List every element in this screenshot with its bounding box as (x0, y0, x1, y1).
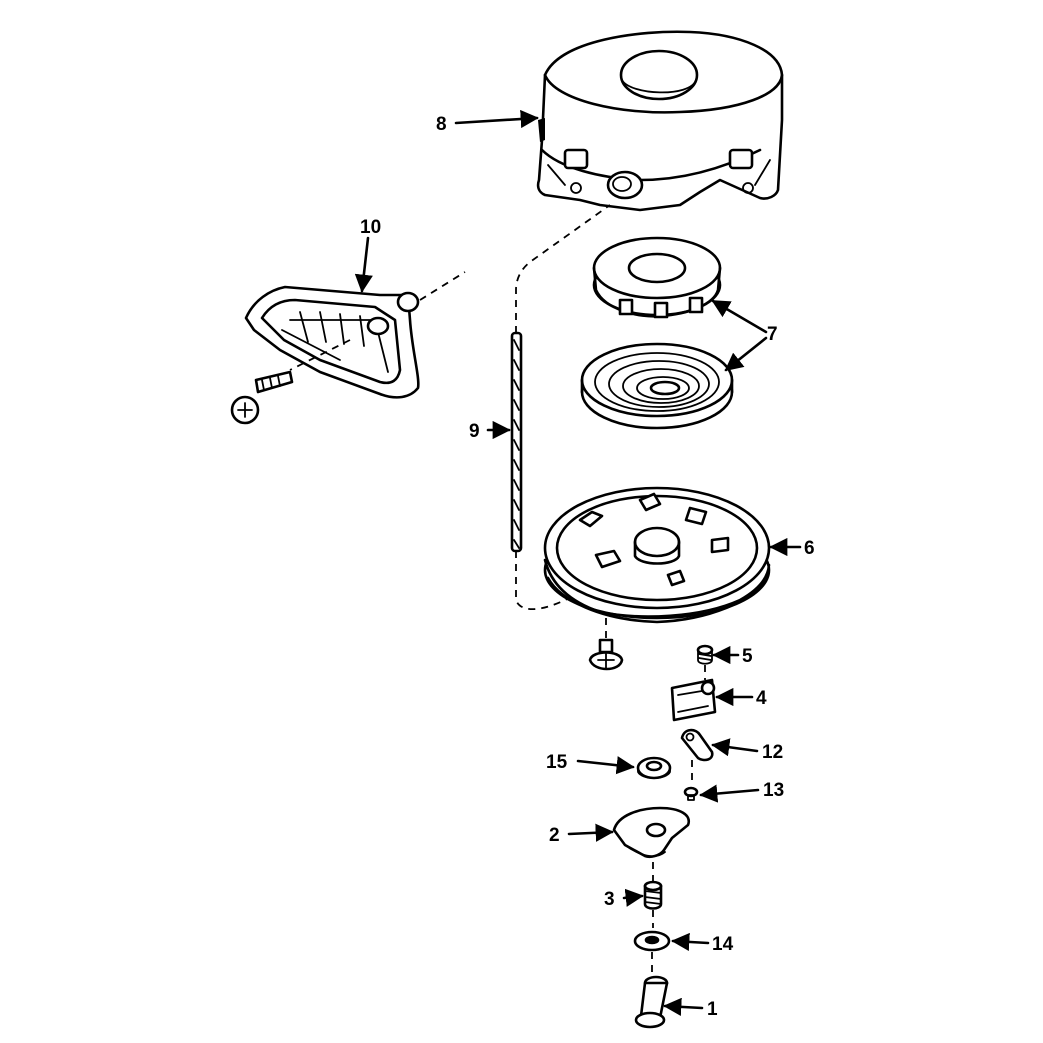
rope-pulley (543, 486, 771, 624)
callout-1: 1 (707, 999, 718, 1020)
leader-13 (699, 784, 760, 803)
brake-spring (643, 862, 663, 928)
callout-8: 8 (436, 114, 447, 135)
starter-housing (536, 30, 784, 212)
center-shaft (634, 975, 669, 1029)
callout-4: 4 (756, 688, 767, 709)
callout-10: 10 (360, 217, 381, 238)
callout-15: 15 (546, 752, 568, 773)
brake-plate (612, 806, 691, 859)
callout-7: 7 (767, 324, 778, 345)
callout-6: 6 (804, 538, 815, 559)
leader-7a (711, 299, 768, 334)
leader-lines (354, 109, 802, 1016)
leader-2 (567, 823, 614, 842)
leader-14 (671, 932, 710, 952)
leader-7b (724, 336, 768, 372)
leader-3 (622, 888, 644, 907)
washer-14 (633, 930, 671, 972)
retainer-screw (683, 786, 699, 801)
callout-13: 13 (763, 780, 784, 801)
starter-handle (230, 271, 466, 425)
callout-5: 5 (742, 646, 753, 667)
leader-12 (711, 738, 759, 757)
leader-8 (454, 109, 539, 129)
starter-rope (510, 204, 611, 611)
spring-cup (592, 236, 722, 319)
callout-14: 14 (712, 934, 734, 955)
washer-15 (636, 756, 672, 780)
callout-12: 12 (762, 742, 783, 763)
callout-2: 2 (549, 825, 560, 846)
pawl-spring (696, 644, 714, 680)
pawl-retainer (680, 728, 714, 780)
callout-3: 3 (604, 889, 615, 910)
leader-15 (576, 756, 635, 775)
pawl (670, 678, 717, 722)
callout-9: 9 (469, 421, 480, 442)
recoil-spring (580, 342, 734, 430)
leader-1 (663, 997, 704, 1016)
callout-labels: 8 10 7 9 6 5 4 12 13 15 2 3 14 1 (360, 114, 815, 1020)
leader-10 (354, 236, 373, 293)
pulley-screw (588, 618, 624, 671)
